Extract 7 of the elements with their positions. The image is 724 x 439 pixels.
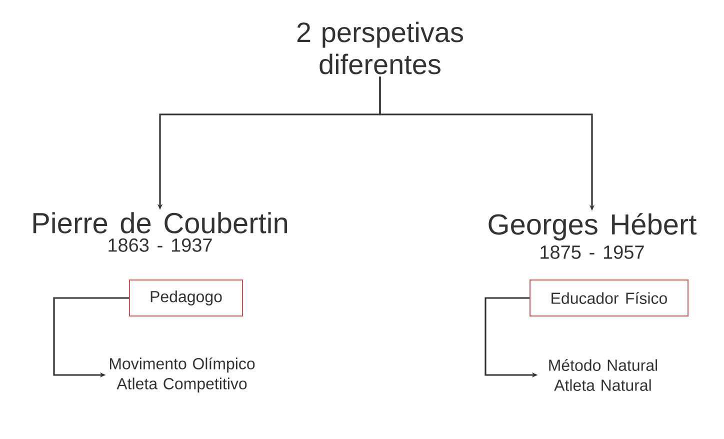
person-heading: Pierre de Coubertin 1863 - 1937 — [33, 212, 287, 252]
role-box: Educador Físico — [530, 280, 688, 316]
item-list: Método Natural Atleta Natural — [549, 359, 658, 391]
role-box: Pedagogo — [129, 280, 243, 316]
person-heading: Georges Hébert 1875 - 1957 — [488, 213, 696, 259]
item-list: Movimento Olímpico Atleta Competitivo — [110, 357, 255, 393]
title-text: 2 perspetivas diferentes — [297, 22, 463, 74]
